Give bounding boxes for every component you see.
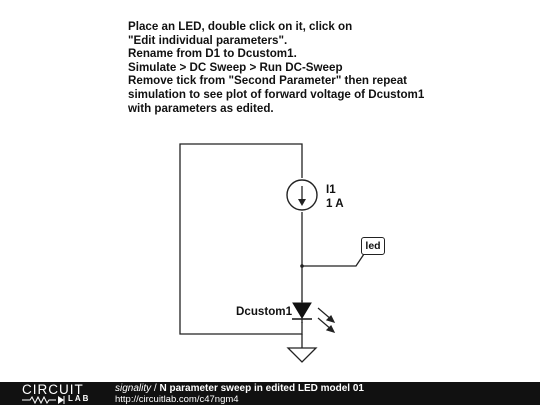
instruction-line: simulation to see plot of forward voltag…: [128, 87, 425, 101]
circuit-url[interactable]: http://circuitlab.com/c47ngm4: [115, 394, 239, 405]
logo-text-circuit: CIRCUIT: [22, 382, 84, 397]
current-arrow-head-icon: [298, 199, 306, 206]
current-source-i1[interactable]: [286, 179, 318, 211]
circuitlab-logo[interactable]: CIRCUIT LAB: [22, 383, 104, 404]
ground-icon[interactable]: [286, 347, 318, 363]
led-dcustom1[interactable]: [292, 300, 336, 333]
title-separator: /: [151, 383, 160, 394]
diode-name: Dcustom1: [236, 305, 293, 318]
schematic-canvas: [179, 143, 365, 363]
wire-net-label[interactable]: [302, 253, 365, 267]
instructions-text: Place an LED, double click on it, click …: [128, 20, 528, 115]
instruction-line: Remove tick from "Second Parameter" then…: [128, 74, 408, 88]
author-link[interactable]: signality: [115, 383, 152, 394]
logo-text-lab: LAB: [68, 394, 91, 403]
light-emission-icon: [317, 307, 336, 333]
instruction-line: Rename from D1 to Dcustom1.: [128, 47, 297, 61]
current-source-name: I1: [326, 183, 336, 196]
footer-bar: CIRCUIT LAB signality / N parameter swee…: [0, 382, 540, 405]
instruction-line: "Edit individual parameters".: [128, 33, 288, 47]
footer-title-line: signality / N parameter sweep in edited …: [115, 383, 364, 394]
instruction-line: with parameters as edited.: [128, 101, 274, 115]
diode-triangle-icon: [292, 302, 312, 319]
net-label-led[interactable]: led: [361, 237, 385, 255]
current-source-value: 1 A: [326, 197, 344, 210]
instruction-line: Simulate > DC Sweep > Run DC-Sweep: [128, 60, 343, 74]
logo-wave-icon: [22, 395, 65, 404]
wire-loop[interactable]: [179, 143, 303, 335]
circuit-title[interactable]: N parameter sweep in edited LED model 01: [159, 383, 364, 394]
junction-dot: [300, 264, 304, 268]
instruction-line: Place an LED, double click on it, click …: [128, 20, 353, 33]
